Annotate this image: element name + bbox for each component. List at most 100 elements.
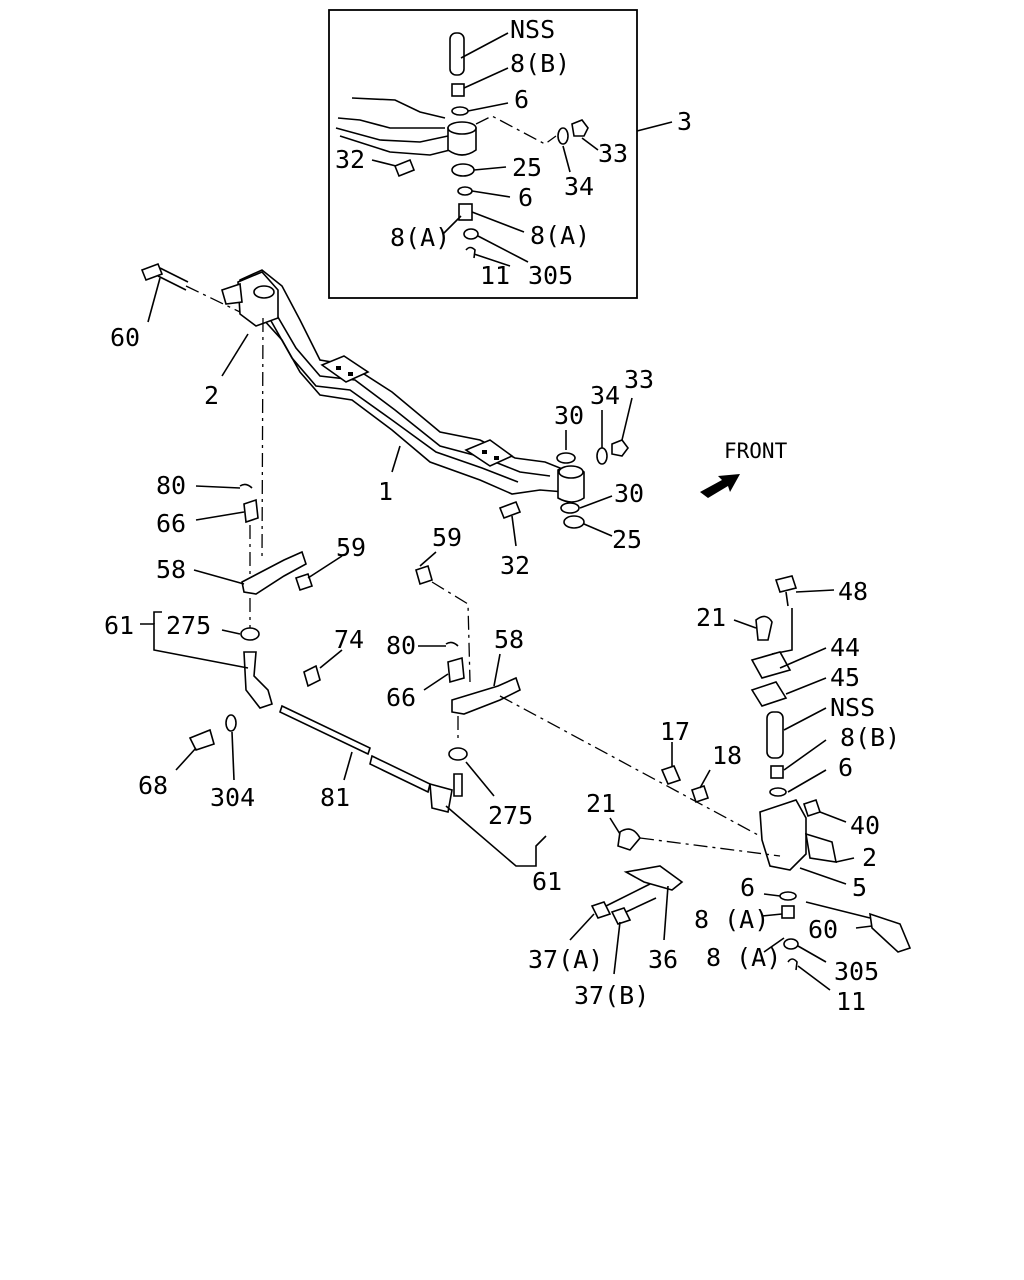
bolt-37a-shank — [605, 883, 651, 907]
leader-nss-right — [783, 707, 827, 731]
leader-11-bot — [797, 965, 831, 991]
leader-58-mid — [493, 653, 501, 687]
label-66-mid: 66 — [386, 683, 416, 712]
leader-60-left — [147, 277, 161, 323]
left-knuckle-hole — [253, 285, 275, 299]
label-34-mid: 34 — [590, 381, 620, 410]
label-60-left: 60 — [110, 323, 140, 352]
label-61-mid: 61 — [532, 867, 562, 896]
leader-8a-bot-b — [763, 937, 785, 953]
inset-bearing-25 — [451, 163, 475, 177]
boot-275-mid — [448, 747, 468, 761]
leader-6-top-b — [471, 190, 511, 198]
label-25-top: 25 — [512, 153, 542, 182]
leader-8b-right — [783, 739, 827, 771]
tie-rod-end-61-left — [243, 651, 273, 709]
label-18: 18 — [712, 741, 742, 770]
inset-king-pin — [449, 32, 465, 76]
grease-nipple-21-top — [755, 615, 773, 641]
label-8a-bot-a: 8 (A) — [694, 905, 769, 934]
grease-nipple-21-bot — [617, 828, 641, 851]
cotter-80-left — [239, 483, 253, 489]
left-knuckle — [237, 271, 279, 327]
leader-60-right-line — [805, 901, 871, 919]
leader-6-top-a — [467, 102, 509, 112]
spring-pad-right — [464, 439, 514, 467]
nut-66-mid — [447, 656, 465, 684]
leader-59-left — [307, 555, 343, 579]
bracket-61-mid — [445, 805, 547, 867]
callout-labels: NSS 8(B) 6 3 33 34 32 25 6 8(A) 8(A) 11 … — [104, 15, 900, 1016]
washer-34-mid — [596, 447, 608, 465]
label-61-left: 61 — [104, 611, 134, 640]
nut-66-left — [243, 498, 259, 524]
label-34-top: 34 — [564, 172, 594, 201]
plate-44 — [750, 651, 792, 679]
leader-60-right — [855, 925, 873, 929]
label-74: 74 — [334, 625, 364, 654]
leader-11-top — [473, 253, 511, 267]
label-58-left: 58 — [156, 555, 186, 584]
boot-275-left — [240, 627, 260, 641]
inset-nut-33 — [571, 119, 589, 137]
left-spindle — [221, 282, 243, 305]
tie-rod-tube-81-a — [279, 704, 371, 756]
leader-37a — [569, 913, 595, 941]
right-boss-top — [558, 465, 584, 479]
bolt-37b-shank — [625, 897, 657, 913]
washer-6-bot — [779, 891, 797, 901]
inset-detail — [328, 9, 673, 299]
bolt-32-mid — [498, 500, 522, 520]
label-80-left: 80 — [156, 471, 186, 500]
leader-48 — [795, 589, 835, 593]
mid-to-knuckle-axis — [499, 695, 761, 837]
ring-305-bot — [783, 938, 799, 950]
leader-275-left — [221, 629, 241, 635]
inset-bushing-8a — [458, 203, 473, 221]
nut-40 — [802, 798, 822, 818]
leader-8a-bot-a — [761, 913, 783, 917]
spindle-right — [804, 832, 838, 863]
gasket-45 — [750, 681, 788, 707]
king-pin-nss-right — [766, 711, 784, 759]
label-8a-bot-b: 8 (A) — [706, 943, 781, 972]
mid-arm-axis — [431, 581, 471, 683]
inset-washer-6b — [457, 186, 473, 196]
bolt-37b — [610, 907, 632, 925]
leader-2-right — [835, 857, 855, 863]
bolt-68 — [188, 728, 215, 751]
leader-21-top — [733, 619, 757, 629]
label-5: 5 — [852, 873, 867, 902]
inset-washer-6a — [451, 106, 469, 116]
washer-30-a — [556, 452, 576, 464]
axle-beam-web-line-b — [265, 311, 519, 483]
leader-1 — [391, 445, 401, 473]
leader-305-bot — [797, 945, 827, 963]
axle-beam — [221, 269, 585, 503]
label-6-top-b: 6 — [518, 183, 533, 212]
inset-centerline — [475, 115, 557, 145]
inset-beam-low — [335, 127, 449, 143]
leader-2-left — [221, 333, 249, 377]
bolt-60-left-axis — [185, 285, 241, 313]
leader-18 — [699, 769, 711, 789]
label-2-right: 2 — [862, 843, 877, 872]
bracket-61-left-top — [153, 611, 162, 624]
grease-axis — [639, 837, 781, 857]
leader-6-bot — [763, 893, 781, 897]
label-80-mid: 80 — [386, 631, 416, 660]
pad-hole-r1 — [482, 450, 487, 454]
bolt-60-left-head — [140, 262, 164, 282]
label-25-mid: 25 — [612, 525, 642, 554]
label-6-right: 6 — [838, 753, 853, 782]
leader-40 — [819, 811, 847, 823]
leader-74 — [319, 649, 343, 669]
leader-21-bot — [609, 817, 621, 835]
bolt-37a — [590, 901, 612, 919]
leader-33-top — [581, 137, 599, 151]
nut-18 — [690, 784, 710, 804]
leader-33-mid — [621, 397, 633, 441]
steering-arm-58-mid — [451, 676, 521, 715]
